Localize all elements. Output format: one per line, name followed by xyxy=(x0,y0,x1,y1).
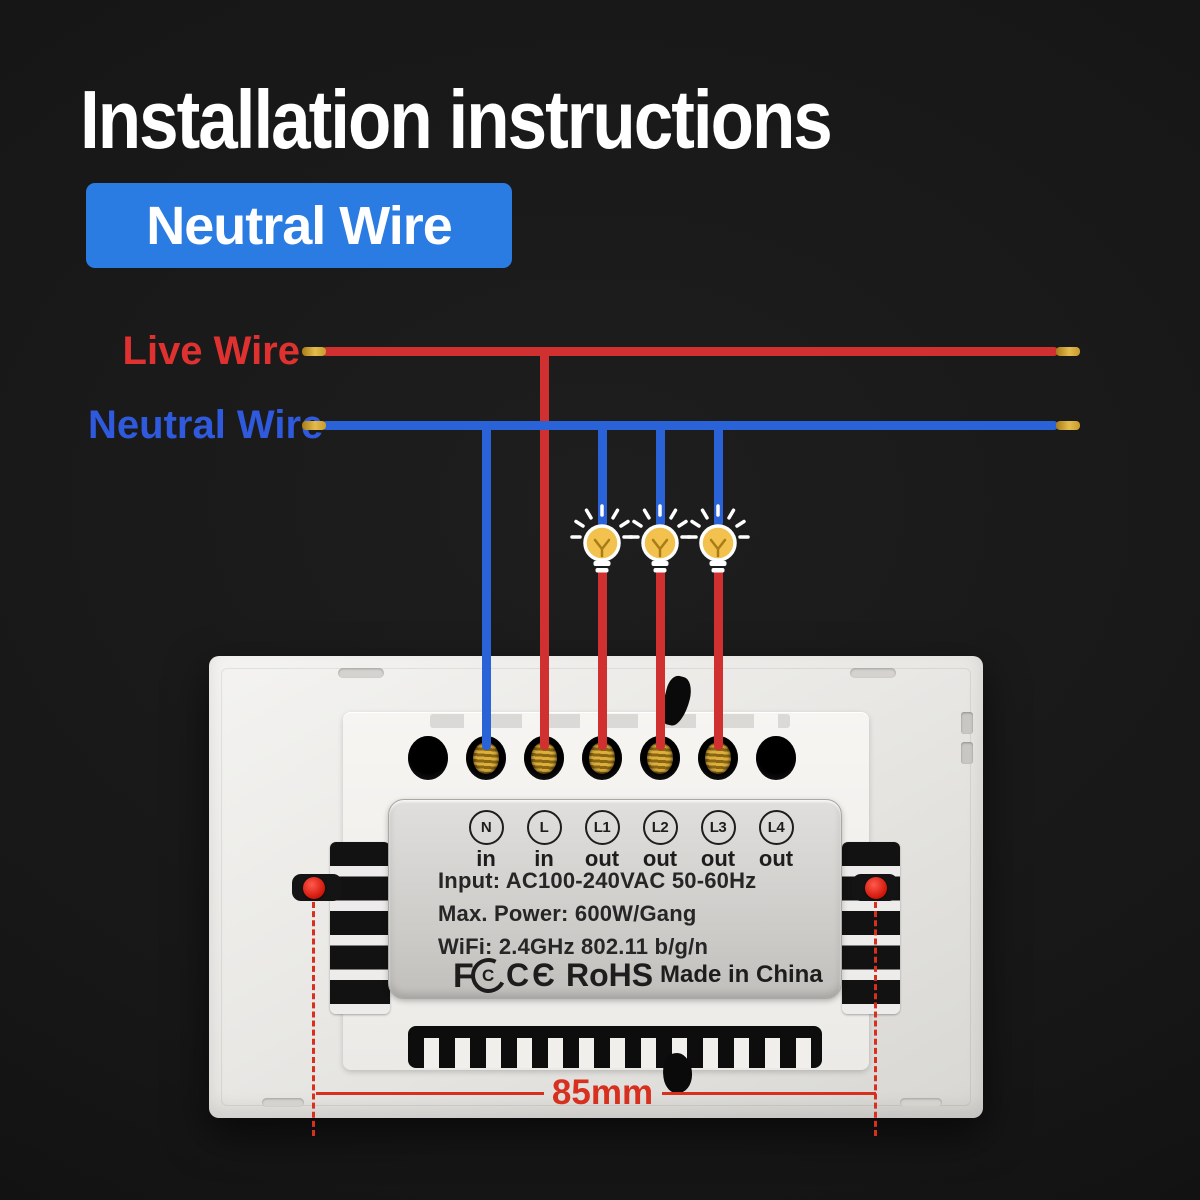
dimension-label: 85mm xyxy=(551,1073,654,1112)
lamp3-neutral-wire xyxy=(714,424,723,527)
terminal-circle-l3: L3 xyxy=(700,810,736,845)
terminal-label-l3: L3 out xyxy=(688,810,748,870)
plate-slot-bottom-right xyxy=(900,1098,942,1107)
terminal-label-n: N in xyxy=(456,810,516,870)
live-wire-horizontal xyxy=(322,347,1058,356)
terminal-dir-l1: out xyxy=(584,846,620,871)
mount-screw-right xyxy=(865,877,887,899)
screw-terminal-n xyxy=(473,742,499,774)
fcc-inner-c: C xyxy=(482,966,495,985)
live-wire-tip-right xyxy=(1056,347,1080,356)
terminal-circle-n: N xyxy=(468,810,504,845)
made-in-label: Made in China xyxy=(660,961,823,988)
screw-terminal-l xyxy=(531,742,557,774)
terminal-dir-l3: out xyxy=(700,846,736,871)
vent-fins-right xyxy=(842,842,900,1014)
neutral-wire-label: Neutral Wire xyxy=(88,403,324,447)
spec-input: Input: AC100-240VAC 50-60Hz xyxy=(438,868,757,893)
lamp1-neutral-wire xyxy=(598,424,607,527)
dimension-line-left xyxy=(316,1092,544,1095)
light-bulb-icon-3 xyxy=(686,504,750,573)
light-bulb-icon-1 xyxy=(570,504,634,573)
dimension-extension-right xyxy=(874,902,877,1136)
mount-screw-left xyxy=(303,877,325,899)
screw-terminal-l1 xyxy=(589,742,615,774)
terminal-block-notches xyxy=(430,714,790,728)
terminal-circle-l1: L1 xyxy=(584,810,620,845)
spec-wifi: WiFi: 2.4GHz 802.11 b/g/n xyxy=(438,934,709,959)
terminal-hole-empty-right xyxy=(756,736,796,780)
live-wire-label: Live Wire xyxy=(122,329,300,373)
terminal-label-l4: L4 out xyxy=(746,810,806,870)
terminal-dir-l2: out xyxy=(642,846,678,871)
lamp2-neutral-wire xyxy=(656,424,665,527)
plate-edge-clip-bottom xyxy=(961,742,973,764)
vent-fins-left xyxy=(330,842,390,1014)
terminal-circle-l4: L4 xyxy=(758,810,794,845)
plate-seam xyxy=(221,668,971,1106)
wiring-type-badge: Neutral Wire xyxy=(86,183,512,268)
terminal-dir-l: in xyxy=(534,846,554,871)
terminal-label-l: L in xyxy=(514,810,574,870)
terminal-dir-l4: out xyxy=(758,846,794,871)
dimension-line-right xyxy=(662,1092,876,1095)
ce-mark: CЄ xyxy=(506,957,558,993)
screw-terminal-l2 xyxy=(647,742,673,774)
neutral-wire-tip-left xyxy=(302,421,326,430)
bottom-vent-teeth xyxy=(408,1038,822,1068)
plate-slot-top-left xyxy=(338,668,384,678)
light-bulb-icon-2 xyxy=(628,504,692,573)
spec-max-power: Max. Power: 600W/Gang xyxy=(438,901,697,926)
wiring-type-badge-label: Neutral Wire xyxy=(146,195,453,256)
plate-slot-top-right xyxy=(850,668,896,678)
rohs-mark: RoHS xyxy=(566,957,654,993)
live-wire-tip-left xyxy=(302,347,326,356)
dimension-extension-left xyxy=(312,902,315,1136)
terminal-dir-n: in xyxy=(476,846,496,871)
terminal-circle-l2: L2 xyxy=(642,810,678,845)
terminal-hole-empty-left xyxy=(408,736,448,780)
plate-edge-clip-top xyxy=(961,712,973,734)
neutral-wire-tip-right xyxy=(1056,421,1080,430)
neutral-wire-horizontal xyxy=(322,421,1058,430)
screw-terminal-l3 xyxy=(705,742,731,774)
page-title: Installation instructions xyxy=(80,75,833,167)
terminal-label-l2: L2 out xyxy=(630,810,690,870)
terminal-circle-l: L xyxy=(526,810,562,845)
fcc-logo: F C xyxy=(453,953,511,998)
plate-slot-bottom-left xyxy=(262,1098,304,1107)
terminal-label-l1: L1 out xyxy=(572,810,632,870)
fcc-letter-f: F xyxy=(453,956,474,995)
